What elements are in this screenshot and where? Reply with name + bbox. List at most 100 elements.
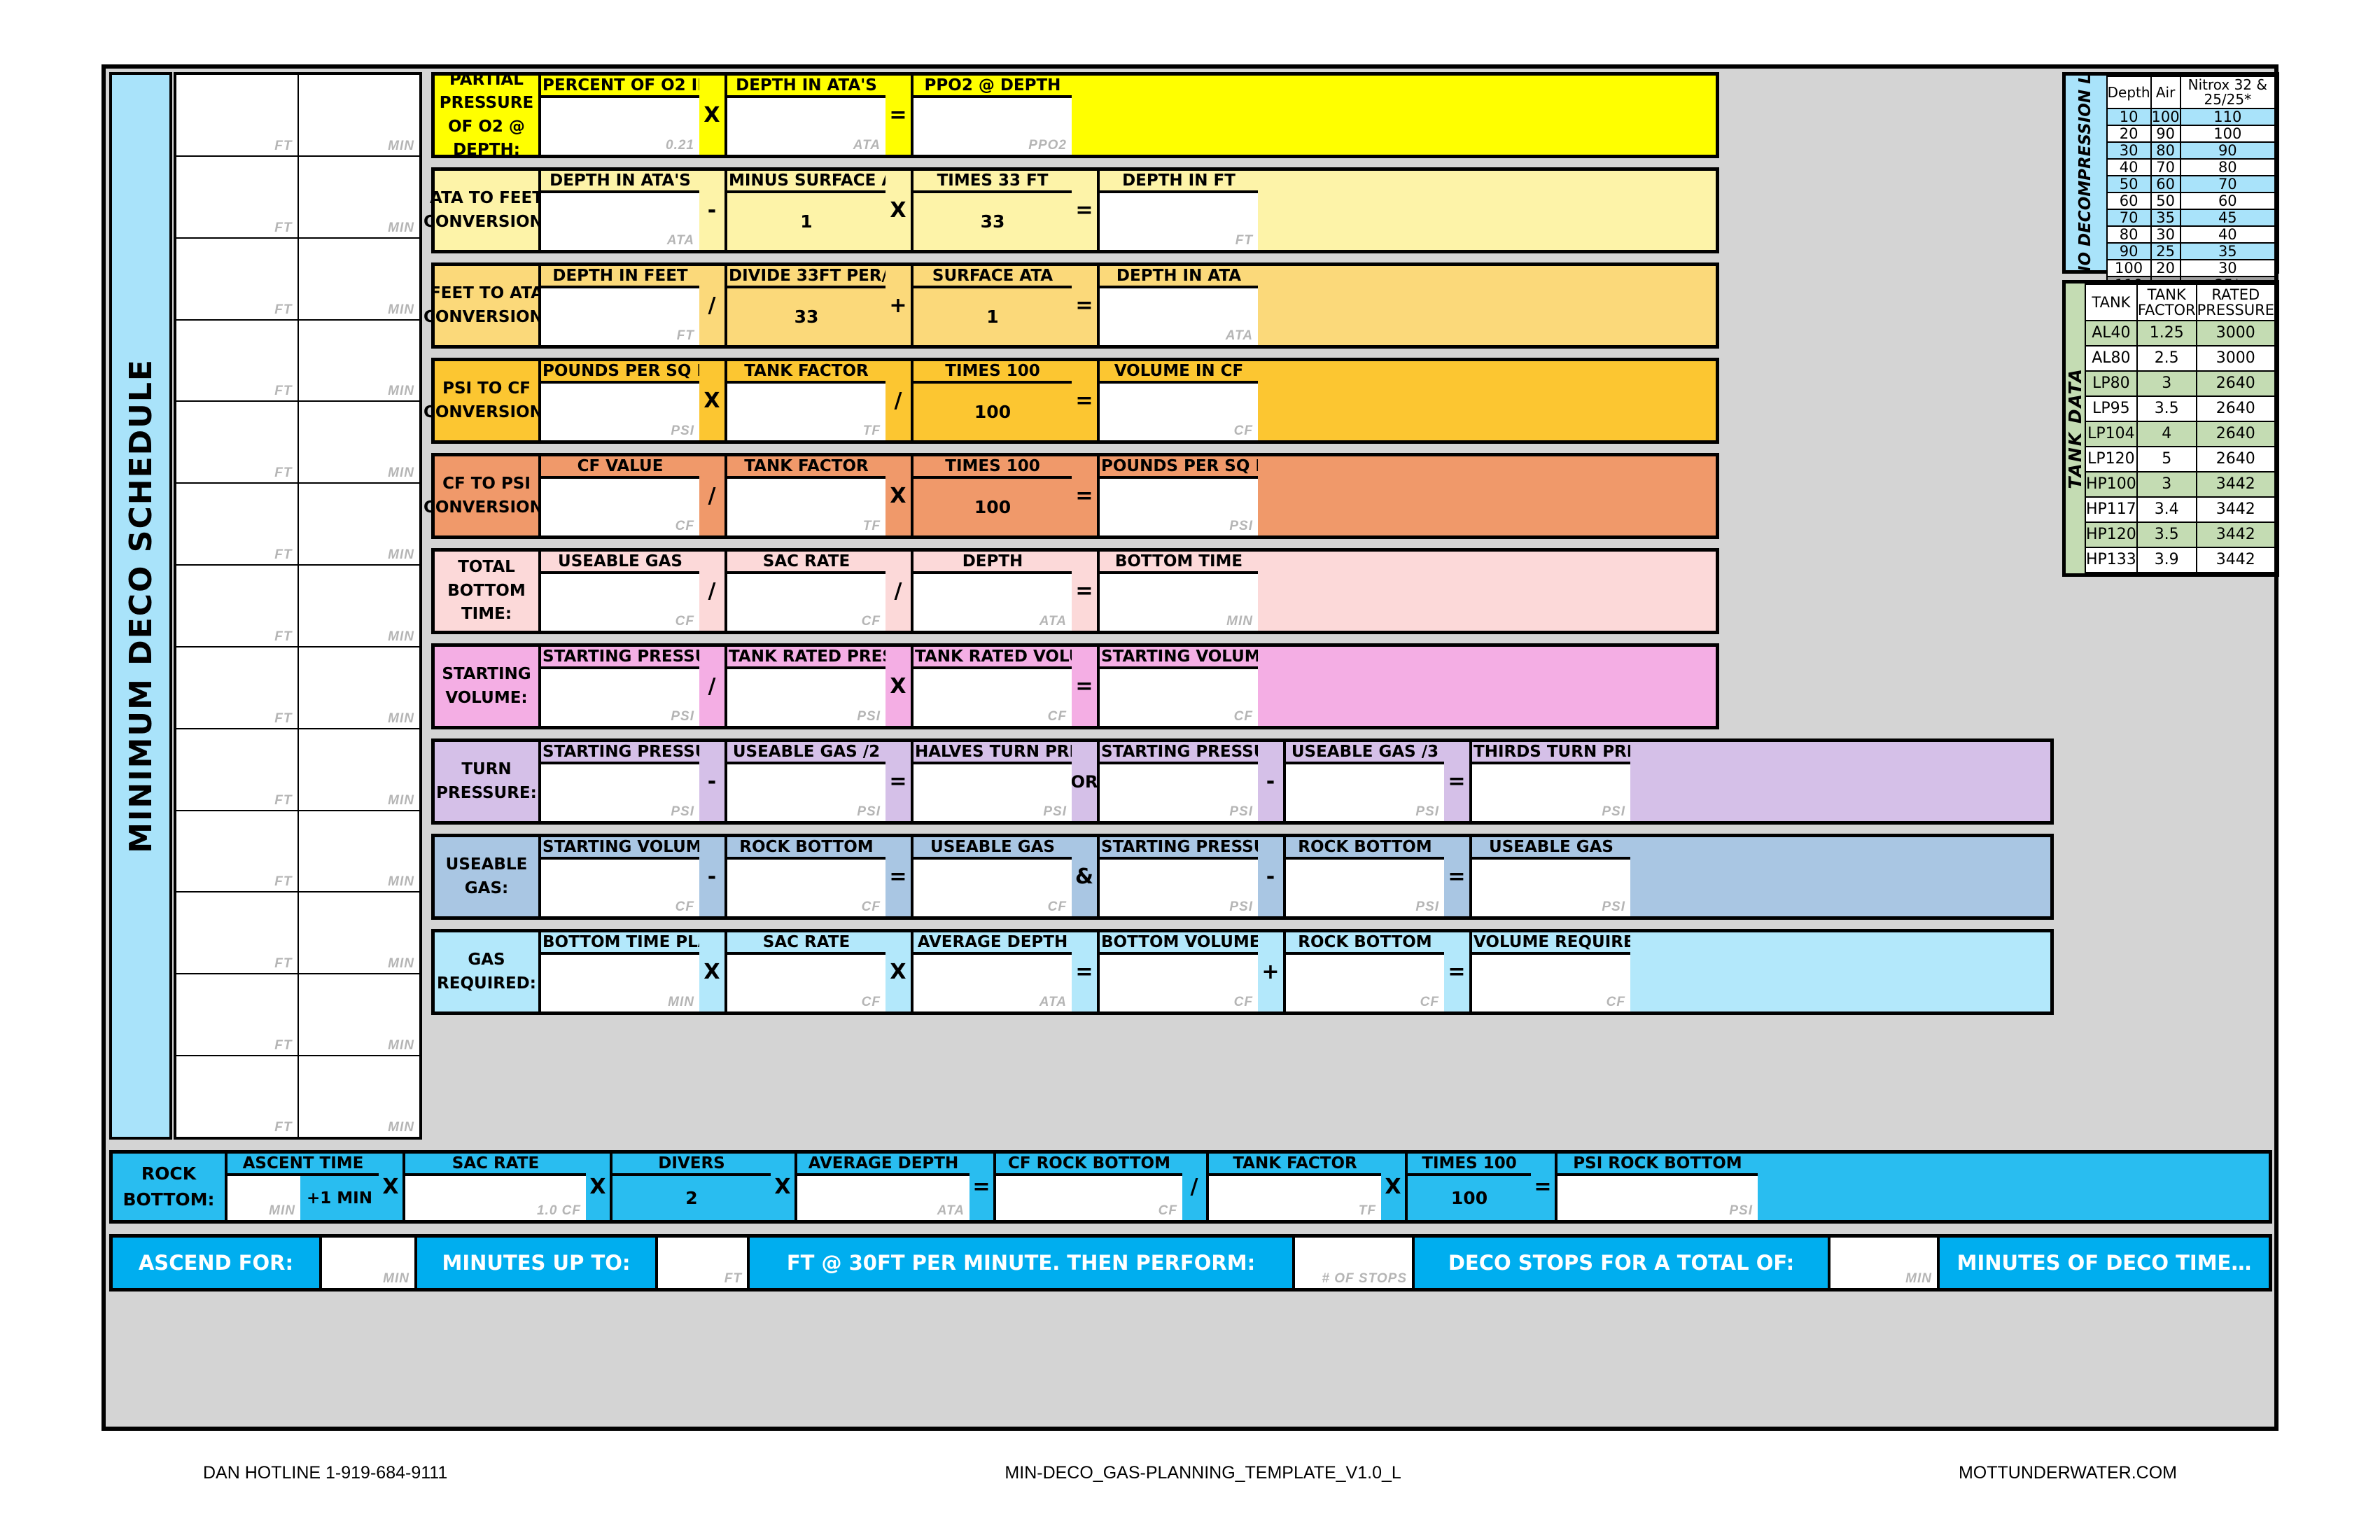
field-input[interactable]: CF bbox=[1100, 669, 1258, 726]
field-input[interactable]: PSI bbox=[913, 764, 1072, 821]
deco-stop-depth-input[interactable]: FT bbox=[176, 729, 299, 810]
field-input[interactable]: PSI bbox=[1100, 860, 1258, 916]
deco-stop-time-input[interactable]: MIN bbox=[298, 156, 419, 237]
deco-stop-time-input[interactable]: MIN bbox=[298, 1056, 419, 1137]
field-input[interactable]: PSI bbox=[1472, 764, 1630, 821]
field-input[interactable]: ATA bbox=[541, 193, 699, 250]
field-header: TANK FACTOR bbox=[727, 456, 886, 479]
field-input[interactable]: ATA bbox=[913, 955, 1072, 1011]
field-input[interactable]: 1 bbox=[727, 193, 886, 250]
deco-stop-time-input[interactable]: MIN bbox=[298, 811, 419, 892]
operator-x: X bbox=[886, 171, 911, 250]
ascend-input[interactable]: # OF STOPS bbox=[1292, 1238, 1415, 1288]
field-input[interactable]: CF bbox=[727, 860, 886, 916]
field-input[interactable]: MIN bbox=[227, 1176, 300, 1220]
unit-label: FT bbox=[274, 874, 293, 890]
field-input[interactable]: PPO2 bbox=[913, 98, 1072, 155]
field-input[interactable]: CF bbox=[1100, 384, 1258, 440]
unit-label: FT bbox=[274, 384, 293, 399]
field-input[interactable]: CF bbox=[727, 574, 886, 631]
deco-stop-time-input[interactable]: MIN bbox=[298, 647, 419, 728]
field-input[interactable]: CF bbox=[1100, 955, 1258, 1011]
field-input[interactable]: PSI bbox=[541, 764, 699, 821]
ascend-input[interactable]: MIN bbox=[1828, 1238, 1940, 1288]
deco-stop-time-input[interactable]: MIN bbox=[298, 238, 419, 319]
field-input[interactable]: 0.21 bbox=[541, 98, 699, 155]
field-input[interactable]: ATA bbox=[913, 574, 1072, 631]
deco-stop-time-input[interactable]: MIN bbox=[298, 729, 419, 810]
field-input[interactable]: MIN bbox=[1100, 574, 1258, 631]
field-input[interactable]: 100 bbox=[1408, 1176, 1531, 1220]
deco-stop-depth-input[interactable]: FT bbox=[176, 1056, 299, 1137]
field-input[interactable]: PSI bbox=[727, 764, 886, 821]
field-input[interactable]: CF bbox=[1472, 955, 1630, 1011]
field-input[interactable]: CF bbox=[1286, 955, 1444, 1011]
deco-stop-time-input[interactable]: MIN bbox=[298, 320, 419, 401]
field-input[interactable]: ATA bbox=[727, 98, 886, 155]
ndl-cell: 25 bbox=[2150, 242, 2181, 261]
field-input[interactable]: PSI bbox=[1558, 1176, 1758, 1220]
deco-stop-time-input[interactable]: MIN bbox=[298, 974, 419, 1056]
deco-stop-depth-input[interactable]: FT bbox=[176, 892, 299, 974]
field-input[interactable]: CF bbox=[541, 479, 699, 536]
field-input[interactable]: TF bbox=[1209, 1176, 1381, 1220]
deco-stop-depth-input[interactable]: FT bbox=[176, 320, 299, 401]
field-input[interactable]: 1.0 CF bbox=[405, 1176, 586, 1220]
tank-cell: 3 bbox=[2136, 471, 2197, 498]
deco-stop-time-input[interactable]: MIN bbox=[298, 484, 419, 565]
field-input[interactable]: PSI bbox=[1472, 860, 1630, 916]
tank-cell: 2640 bbox=[2195, 396, 2276, 422]
field-input[interactable]: ATA bbox=[1100, 288, 1258, 345]
deco-stop-depth-input[interactable]: FT bbox=[176, 974, 299, 1056]
deco-stop-depth-input[interactable]: FT bbox=[176, 156, 299, 237]
ascend-text: ASCEND FOR: bbox=[113, 1238, 319, 1288]
deco-stop-depth-input[interactable]: FT bbox=[176, 238, 299, 319]
deco-stop-depth-input[interactable]: FT bbox=[176, 75, 299, 155]
field-input[interactable]: PSI bbox=[541, 384, 699, 440]
field-input[interactable]: 33 bbox=[727, 288, 886, 345]
field-input[interactable]: 100 bbox=[913, 384, 1072, 440]
field-input[interactable]: TF bbox=[727, 479, 886, 536]
tank-cell: LP104 bbox=[2085, 421, 2138, 447]
operator-: = bbox=[1072, 171, 1097, 250]
deco-stop-time-input[interactable]: MIN bbox=[298, 892, 419, 974]
deco-stop-depth-input[interactable]: FT bbox=[176, 566, 299, 646]
field-input[interactable]: CF bbox=[727, 955, 886, 1011]
field-input[interactable]: PSI bbox=[1286, 860, 1444, 916]
field-input[interactable]: PSI bbox=[1286, 764, 1444, 821]
field-input[interactable]: FT bbox=[541, 288, 699, 345]
tank-cell: 2640 bbox=[2195, 421, 2276, 447]
field-input[interactable]: PSI bbox=[1100, 479, 1258, 536]
deco-stop-time-input[interactable]: MIN bbox=[298, 75, 419, 155]
deco-stop-depth-input[interactable]: FT bbox=[176, 402, 299, 483]
field-input[interactable]: CF bbox=[913, 669, 1072, 726]
ndl-cell: 60 bbox=[2106, 192, 2152, 211]
field-input[interactable]: PSI bbox=[727, 669, 886, 726]
field-input[interactable]: CF bbox=[996, 1176, 1182, 1220]
deco-stop-depth-input[interactable]: FT bbox=[176, 484, 299, 565]
deco-stop-time-input[interactable]: MIN bbox=[298, 402, 419, 483]
field-input[interactable]: FT bbox=[1100, 193, 1258, 250]
field-input[interactable]: ATA bbox=[797, 1176, 969, 1220]
field-input[interactable]: CF bbox=[913, 860, 1072, 916]
field-input[interactable]: 33 bbox=[913, 193, 1072, 250]
field-input[interactable]: CF bbox=[541, 574, 699, 631]
deco-stop-depth-input[interactable]: FT bbox=[176, 811, 299, 892]
tank-cell: LP80 bbox=[2085, 370, 2138, 397]
field-input[interactable]: PSI bbox=[541, 669, 699, 726]
field-input[interactable]: 2 bbox=[612, 1176, 771, 1220]
field-input[interactable]: TF bbox=[727, 384, 886, 440]
ascend-input[interactable]: MIN bbox=[319, 1238, 417, 1288]
field-input[interactable]: CF bbox=[541, 860, 699, 916]
deco-stop-time-input[interactable]: MIN bbox=[298, 566, 419, 646]
field-input[interactable]: MIN bbox=[541, 955, 699, 1011]
field-input[interactable]: PSI bbox=[1100, 764, 1258, 821]
ascend-input[interactable]: FT bbox=[655, 1238, 750, 1288]
field-input[interactable]: 100 bbox=[913, 479, 1072, 536]
field-input[interactable]: 1 bbox=[913, 288, 1072, 345]
deco-stop-depth-input[interactable]: FT bbox=[176, 647, 299, 728]
